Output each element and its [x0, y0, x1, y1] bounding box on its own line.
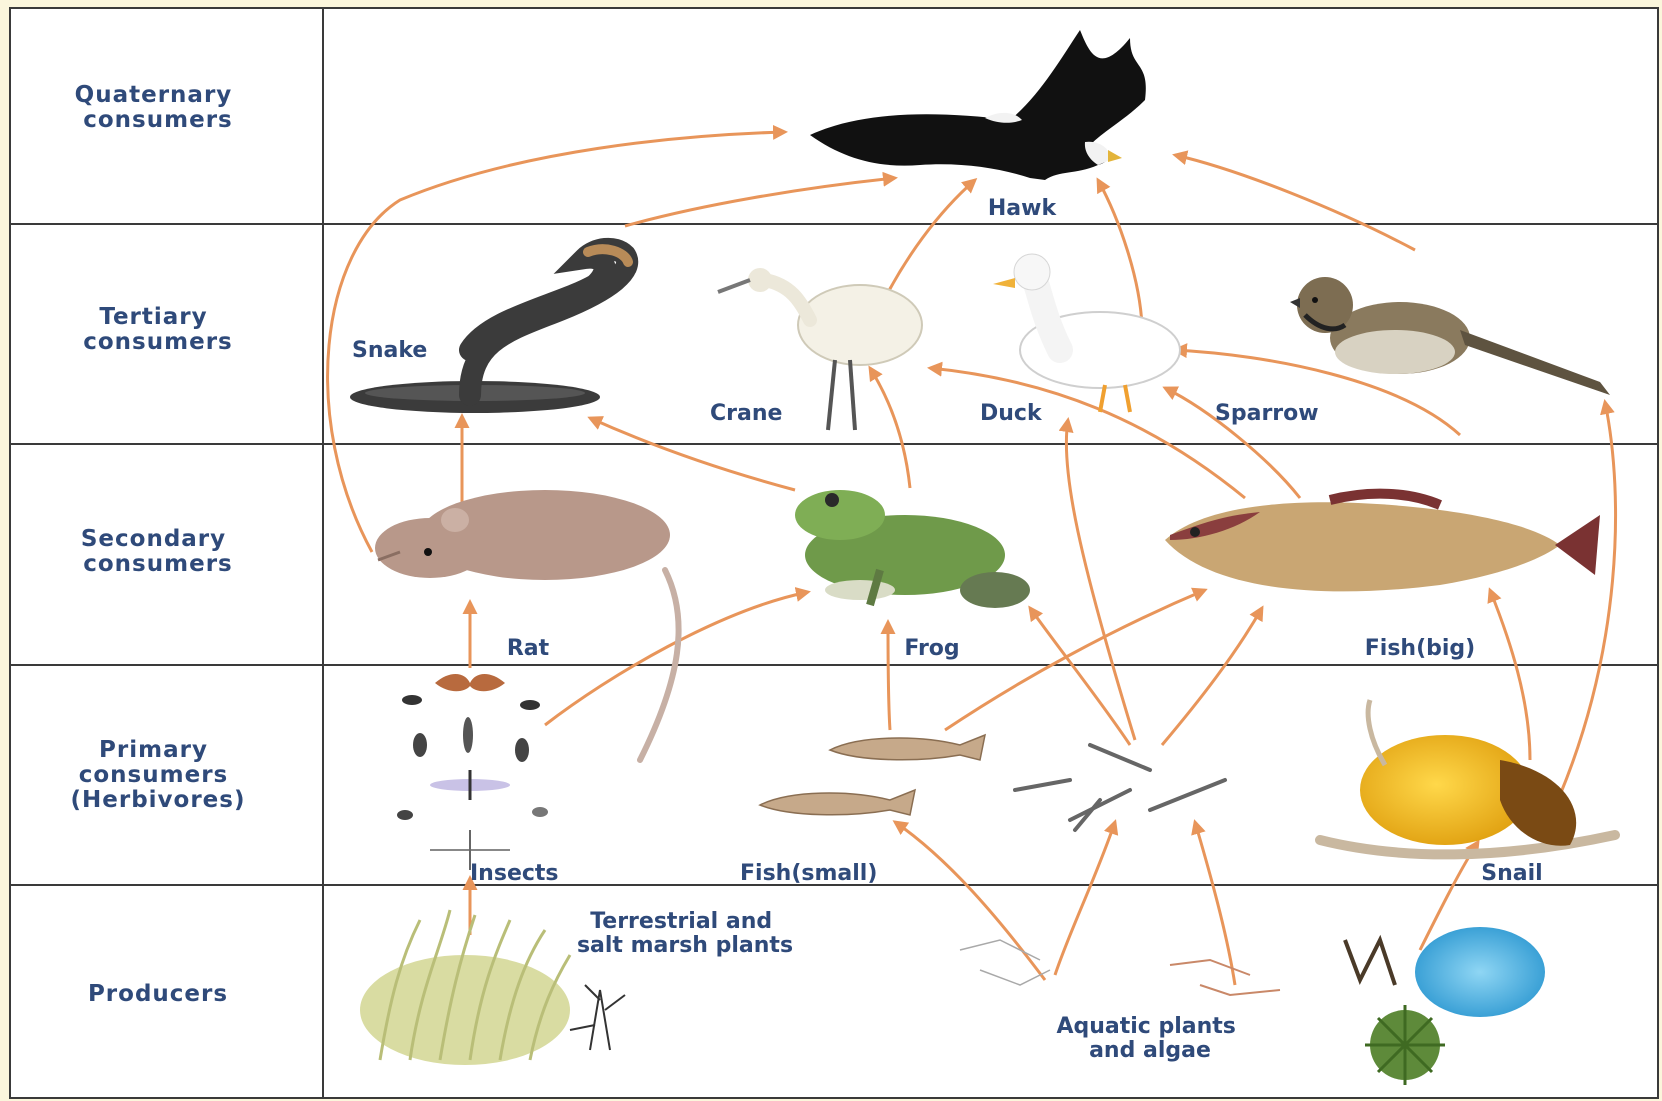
level-label-secondary: Secondary consumers [81, 526, 235, 577]
terrestrial-plants-label: Terrestrial and salt marsh plants [577, 909, 793, 958]
sparrow-label: Sparrow [1215, 401, 1319, 426]
crane-label: Crane [710, 401, 782, 426]
level-label-producers: Producers [88, 981, 228, 1007]
snail-label: Snail [1481, 861, 1542, 886]
level-label-tertiary: Tertiary consumers [83, 304, 232, 355]
fish-big-label: Fish(big) [1365, 636, 1475, 661]
duck-label: Duck [980, 401, 1043, 426]
frog-label: Frog [904, 636, 959, 661]
rat-label: Rat [507, 636, 550, 661]
snake-label: Snake [352, 338, 427, 363]
insects-label: Insects [470, 861, 559, 886]
level-label-quaternary: Quaternary consumers [75, 82, 242, 133]
fish-small-label: Fish(small) [740, 861, 877, 886]
hawk-label: Hawk [988, 196, 1058, 221]
